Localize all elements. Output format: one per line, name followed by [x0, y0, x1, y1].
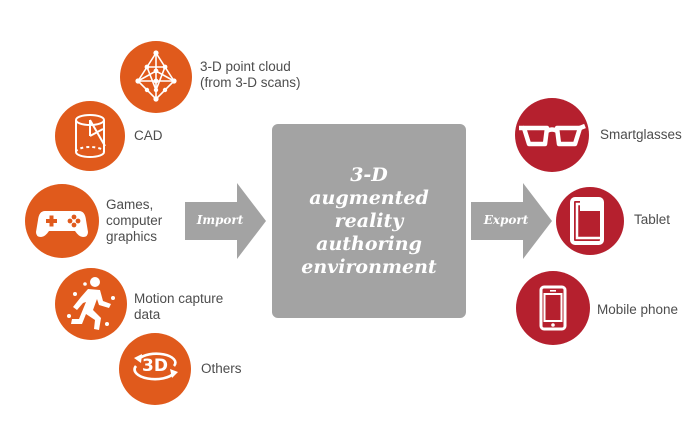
ar-authoring-environment-box: 3-D augmented reality authoring environm…	[272, 124, 466, 318]
cad-cylinder-icon	[55, 101, 125, 171]
import-label: Import	[196, 213, 244, 227]
others-label: Others	[201, 361, 242, 376]
import-arrow	[185, 183, 266, 259]
smartglasses-label: Smartglasses	[600, 127, 682, 142]
3d-rotate-icon: 3D	[119, 333, 191, 405]
point-cloud-icon	[120, 41, 192, 113]
svg-text:3D: 3D	[142, 356, 168, 376]
glasses-icon	[515, 98, 589, 172]
running-figure-icon	[55, 268, 127, 340]
tablet-label: Tablet	[634, 212, 671, 227]
export-arrow	[471, 183, 552, 259]
export-label: Export	[483, 213, 529, 227]
mobile-phone-label: Mobile phone	[597, 302, 679, 317]
phone-icon	[516, 271, 590, 345]
gamepad-icon	[25, 184, 99, 258]
motion-capture-label: Motion capture data	[134, 291, 224, 322]
cad-label: CAD	[134, 128, 163, 143]
games-label: Games, computer graphics	[106, 197, 163, 244]
tablet-icon	[556, 187, 624, 255]
center-title: 3-D augmented reality authoring environm…	[301, 163, 437, 278]
point-cloud-label: 3-D point cloud (from 3-D scans)	[200, 59, 301, 90]
